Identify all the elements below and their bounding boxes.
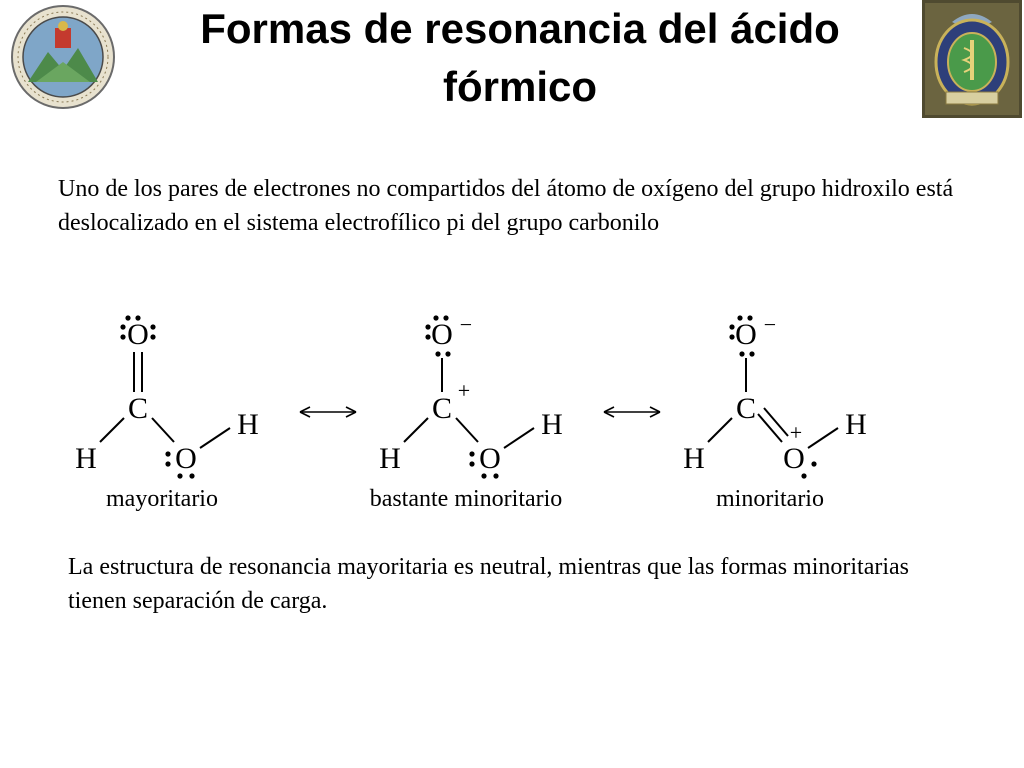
atom-oxygen: O <box>783 442 805 475</box>
atom-carbon: C <box>432 392 452 425</box>
atom-carbon: C <box>128 392 148 425</box>
charge-minus: − <box>764 312 776 337</box>
atom-hydrogen: H <box>541 408 563 441</box>
atom-hydrogen: H <box>75 442 97 475</box>
slide-title: Formas de resonancia del ácido fórmico <box>200 5 840 110</box>
intro-paragraph: Uno de los pares de electrones no compar… <box>58 176 954 236</box>
atom-carbon: C <box>736 392 756 425</box>
atom-oxygen: O <box>431 318 453 351</box>
atom-oxygen: O <box>175 442 197 475</box>
caption-bastante-minoritario: bastante minoritario <box>370 486 563 512</box>
resonance-diagram: O C H O H mayoritario O − C + H <box>75 312 867 512</box>
atom-hydrogen: H <box>237 408 259 441</box>
charge-plus: + <box>458 378 470 403</box>
resonance-arrow-icon <box>299 406 357 418</box>
resonance-arrow-icon <box>603 406 661 418</box>
structure-mayoritario: O C H O H mayoritario <box>75 315 259 512</box>
atom-oxygen: O <box>735 318 757 351</box>
structure-minoritario: O − C H O + H minoritario <box>683 312 867 512</box>
atom-oxygen: O <box>479 442 501 475</box>
atom-hydrogen: H <box>683 442 705 475</box>
university-seal-icon <box>11 5 115 109</box>
atom-oxygen: O <box>127 318 149 351</box>
atom-hydrogen: H <box>845 408 867 441</box>
caption-minoritario: minoritario <box>716 486 824 512</box>
charge-minus: − <box>460 312 472 337</box>
conclusion-paragraph: La estructura de resonancia mayoritaria … <box>68 554 909 614</box>
atom-hydrogen: H <box>379 442 401 475</box>
charge-plus: + <box>790 420 802 445</box>
faculty-crest-icon <box>922 0 1022 118</box>
structure-bastante-minoritario: O − C + H O H bastante minoritario <box>370 312 563 512</box>
caption-mayoritario: mayoritario <box>106 486 218 512</box>
